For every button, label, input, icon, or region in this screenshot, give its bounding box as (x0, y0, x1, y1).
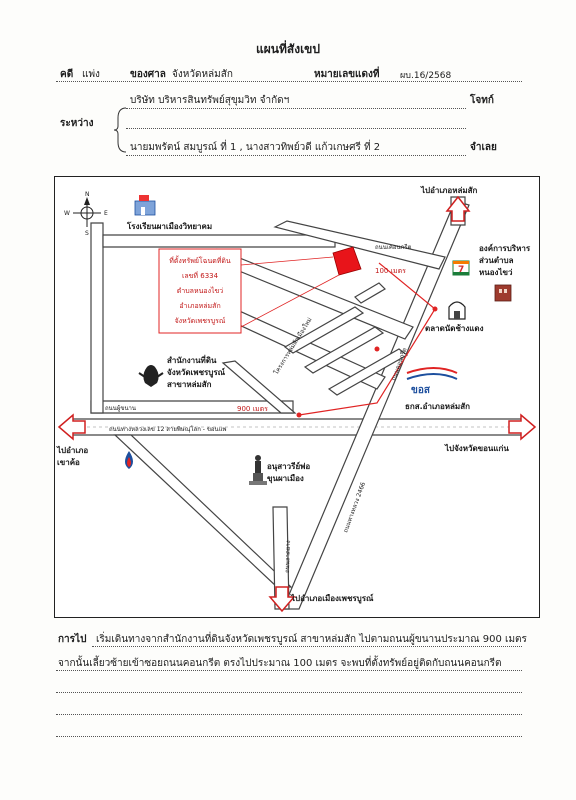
distance-100: 100 เมตร (375, 267, 406, 275)
to-khaokho-label: ไปอำเภอ (56, 445, 88, 455)
south-road (272, 506, 290, 610)
org-label-2: ส่วนตำบล (479, 256, 514, 265)
directions-underline-2 (56, 670, 522, 671)
map-canvas: .rd { fill:#fff; stroke:#444; stroke-wid… (56, 185, 537, 613)
blank-line-5 (56, 736, 522, 737)
page-title: แผนที่สังเขป (256, 42, 320, 56)
road-label-south: ถนนลาดยาง (284, 540, 292, 573)
defendant-line (126, 155, 466, 156)
monument-label-2: ขุนผาเมือง (267, 473, 304, 484)
blank-line (126, 128, 466, 129)
directions-line-1: เริ่มเดินทางจากสำนักงานที่ดินจังหวัดเพชร… (96, 634, 527, 645)
compass-icon: N S E W (64, 191, 108, 237)
top-road (102, 234, 336, 248)
land-office-label-2: จังหวัดเพชรบูรณ์ (167, 367, 226, 378)
arrow-east (508, 413, 537, 441)
blank-line-4 (56, 714, 522, 715)
svg-text:7: 7 (458, 265, 464, 275)
plaintiff-role: โจทก์ (470, 95, 494, 106)
case-no: ผบ.16/2568 (400, 71, 452, 81)
arrow-west (57, 413, 86, 441)
directions-label: การไป (58, 634, 87, 645)
bank-label: ธกส.อำเภอหล่มสัก (405, 402, 470, 411)
road-label-frontage: ถนนผู้ขนาน (105, 405, 136, 412)
land-office-label-3: สาขาหล่มสัก (167, 380, 212, 389)
road-label-highway-12: ถนนทางหลวงเลข 12 สายพิษณุโลก - ขอนแพ (109, 425, 227, 433)
case-label: คดี (60, 69, 74, 80)
target-callout: ที่ตั้งทรัพย์โฉนดที่ดิน เลขที่ 6334 ตำบล… (158, 248, 340, 334)
school-label: โรงเรียนผาเมืองวิทยาคม (126, 221, 212, 231)
to-khaokho-label-2: เขาค้อ (57, 457, 80, 467)
plaintiff-line (126, 108, 466, 109)
compass-s: S (85, 230, 89, 237)
map-frame: .rd { fill:#fff; stroke:#444; stroke-wid… (54, 176, 540, 618)
to-lomsak-label: ไปอำเภอหล่มสัก (420, 185, 478, 195)
monument-label-1: อนุสาวรีย์พ่อ (267, 461, 310, 472)
seven-eleven-icon: 7 (452, 260, 470, 276)
lower-left-road (113, 434, 293, 588)
compass-n: N (85, 191, 90, 198)
arrow-north (445, 195, 471, 222)
road-label-concrete: ถนนเคอนกรีต (375, 243, 411, 251)
bank-logo-icon: ขอส (406, 367, 458, 396)
route-line (298, 262, 436, 416)
callout-line-5: จังหวัดเพชรบูรณ์ (175, 317, 226, 325)
callout-line-1: ที่ตั้งทรัพย์โฉนดที่ดิน (169, 254, 231, 265)
court-label: ของศาล (130, 69, 166, 80)
market-icon (448, 301, 466, 320)
callout-line-2: เลขที่ 6334 (182, 271, 219, 280)
garuda-emblem-icon (138, 365, 164, 387)
callout-line-3: ตำบลหนองไขว่ (177, 286, 224, 295)
school-icon (134, 195, 156, 216)
compass-e: E (104, 210, 108, 217)
to-phetchabun-label: ไปอำเภอเมืองเพชรบูรณ์ (290, 593, 374, 604)
org-label-1: องค์การบริหาร (479, 243, 531, 253)
court-name: จังหวัดหล่มสัก (172, 69, 233, 80)
svg-text:ขอส: ขอส (411, 385, 431, 396)
case-line (56, 81, 522, 82)
case-no-label: หมายเลขแดงที่ (314, 69, 380, 80)
arrow-south (268, 586, 296, 613)
land-office-label-1: สำนักงานที่ดิน (167, 354, 217, 365)
project-road-3 (273, 220, 446, 270)
case-type: แพ่ง (82, 69, 100, 80)
org-building-icon (494, 284, 512, 302)
distance-900: 900 เมตร (237, 405, 268, 413)
between-label: ระหว่าง (60, 118, 94, 129)
target-parcel (332, 246, 362, 276)
plaintiff-name: บริษัท บริหารสินทรัพย์สุขุมวิท จำกัดฯ (130, 95, 290, 106)
org-label-3: หนองไขว่ (479, 267, 513, 277)
fuel-station-icon (125, 451, 133, 469)
defendant-name: นายมพรัตน์ สมบูรณ์ ที่ 1 , นางสาวทิพย์วด… (130, 142, 381, 153)
monument-icon (249, 455, 267, 485)
bracket (113, 107, 127, 153)
concrete-diagonal-road (221, 360, 297, 414)
left-road (90, 222, 104, 414)
callout-line-4: อำเภอหล่มสัก (179, 302, 220, 310)
directions-underline-1 (92, 646, 522, 647)
market-label: ตลาดนัดช้างแดง (425, 323, 484, 333)
to-khonkaen-label: ไปจังหวัดขอนแก่น (444, 443, 509, 453)
directions-line-2: จากนั้นเลี้ยวซ้ายเข้าซอยถนนคอนกรีต ตรงไป… (58, 658, 502, 669)
defendant-role: จำเลย (470, 142, 497, 153)
blank-line-3 (56, 692, 522, 693)
housing-grid (283, 282, 409, 396)
compass-w: W (64, 210, 70, 217)
